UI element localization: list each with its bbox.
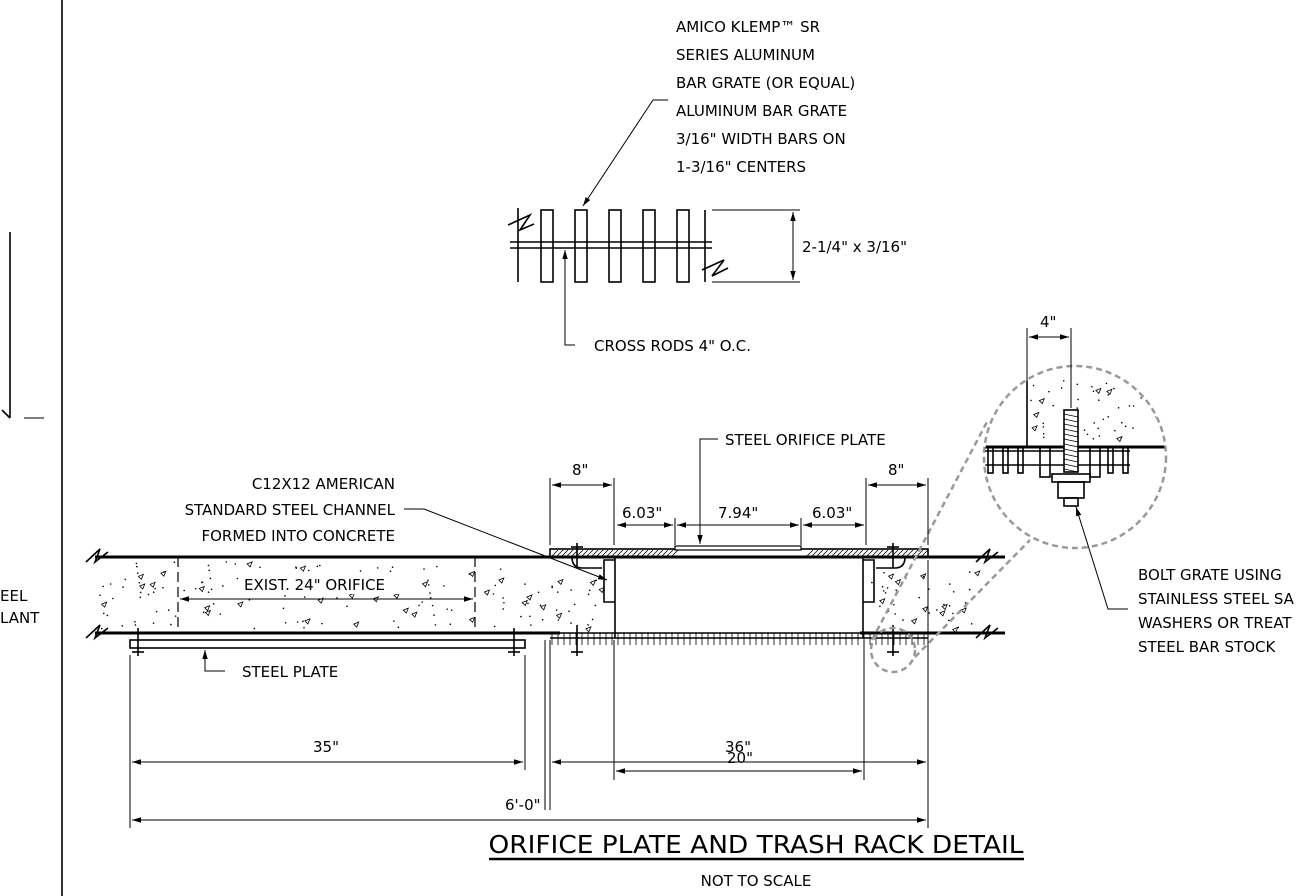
orifice-plate-assembly: [549, 543, 929, 656]
bolt-line-4: STEEL BAR STOCK: [1138, 638, 1276, 656]
bottom-dimensions: 20" 35" 36" 6'-0": [129, 560, 929, 828]
enlarged-bolt-detail: 4": [982, 313, 1168, 550]
grate-callout-line-5: 3/16" WIDTH BARS ON: [676, 130, 846, 148]
concrete-slab: [85, 548, 1005, 641]
channel-callout: C12X12 AMERICAN STANDARD STEEL CHANNEL F…: [185, 475, 608, 581]
grate-callout: AMICO KLEMP™ SR SERIES ALUMINUM BAR GRAT…: [582, 18, 855, 207]
drawing-subtitle: NOT TO SCALE: [701, 872, 812, 890]
bar-grate-section: 2-1/4" x 3/16": [507, 208, 907, 283]
concrete-aggregate: [99, 561, 981, 634]
left-partial-line-2: LANT: [0, 609, 40, 627]
grate-callout-line-4: ALUMINUM BAR GRATE: [676, 102, 847, 120]
exist-orifice-dimension: EXIST. 24" ORIFICE: [180, 572, 473, 602]
bolt-line-2: STAINLESS STEEL SA: [1138, 590, 1295, 608]
exist-orifice-label: EXIST. 24" ORIFICE: [244, 576, 385, 594]
left-partial-detail: EEL LANT: [0, 232, 44, 627]
channel-line-3: FORMED INTO CONCRETE: [202, 527, 396, 545]
channel-line-1: C12X12 AMERICAN: [252, 475, 395, 493]
dim-794: 7.94": [718, 504, 758, 522]
dim-8in-left: 8": [572, 461, 588, 479]
dim-603-left: 6.03": [622, 504, 662, 522]
bolt-callout: BOLT GRATE USING STAINLESS STEEL SA WASH…: [1075, 506, 1295, 656]
grate-callout-line-6: 1-3/16" CENTERS: [676, 158, 806, 176]
dim-35in: 35": [313, 738, 339, 756]
grate-callout-line-1: AMICO KLEMP™ SR: [676, 18, 820, 36]
grate-callout-line-2: SERIES ALUMINUM: [676, 46, 815, 64]
channel-line-2: STANDARD STEEL CHANNEL: [185, 501, 396, 519]
left-partial-line-1: EEL: [0, 587, 28, 605]
dim-8in-right: 8": [888, 461, 904, 479]
drawing-title: ORIFICE PLATE AND TRASH RACK DETAIL: [489, 830, 1024, 859]
title-block: ORIFICE PLATE AND TRASH RACK DETAIL NOT …: [489, 830, 1024, 890]
grate-leader: [582, 99, 668, 207]
dim-4in: 4": [1040, 313, 1056, 331]
bolt-line-3: WASHERS OR TREAT: [1138, 614, 1292, 632]
bolt-line-1: BOLT GRATE USING: [1138, 566, 1282, 584]
cross-rods-callout: CROSS RODS 4" O.C.: [562, 250, 751, 355]
dim-36in: 36": [725, 738, 751, 756]
top-dimensions: 8" 8" 6.03" 7.94" 6.03": [549, 461, 929, 545]
steel-plate-assembly: STEEL PLATE: [129, 628, 526, 681]
orifice-plate-callout: STEEL ORIFICE PLATE: [697, 431, 886, 544]
cross-rods-label: CROSS RODS 4" O.C.: [594, 337, 751, 355]
dim-603-right: 6.03": [812, 504, 852, 522]
dim-6ft: 6'-0": [505, 796, 541, 814]
grate-callout-line-3: BAR GRATE (OR EQUAL): [676, 74, 855, 92]
steel-plate-label: STEEL PLATE: [242, 663, 338, 681]
detail-marker-circle: [869, 626, 917, 674]
grate-dimension-label: 2-1/4" x 3/16": [802, 238, 907, 256]
orifice-plate-label: STEEL ORIFICE PLATE: [725, 431, 886, 449]
